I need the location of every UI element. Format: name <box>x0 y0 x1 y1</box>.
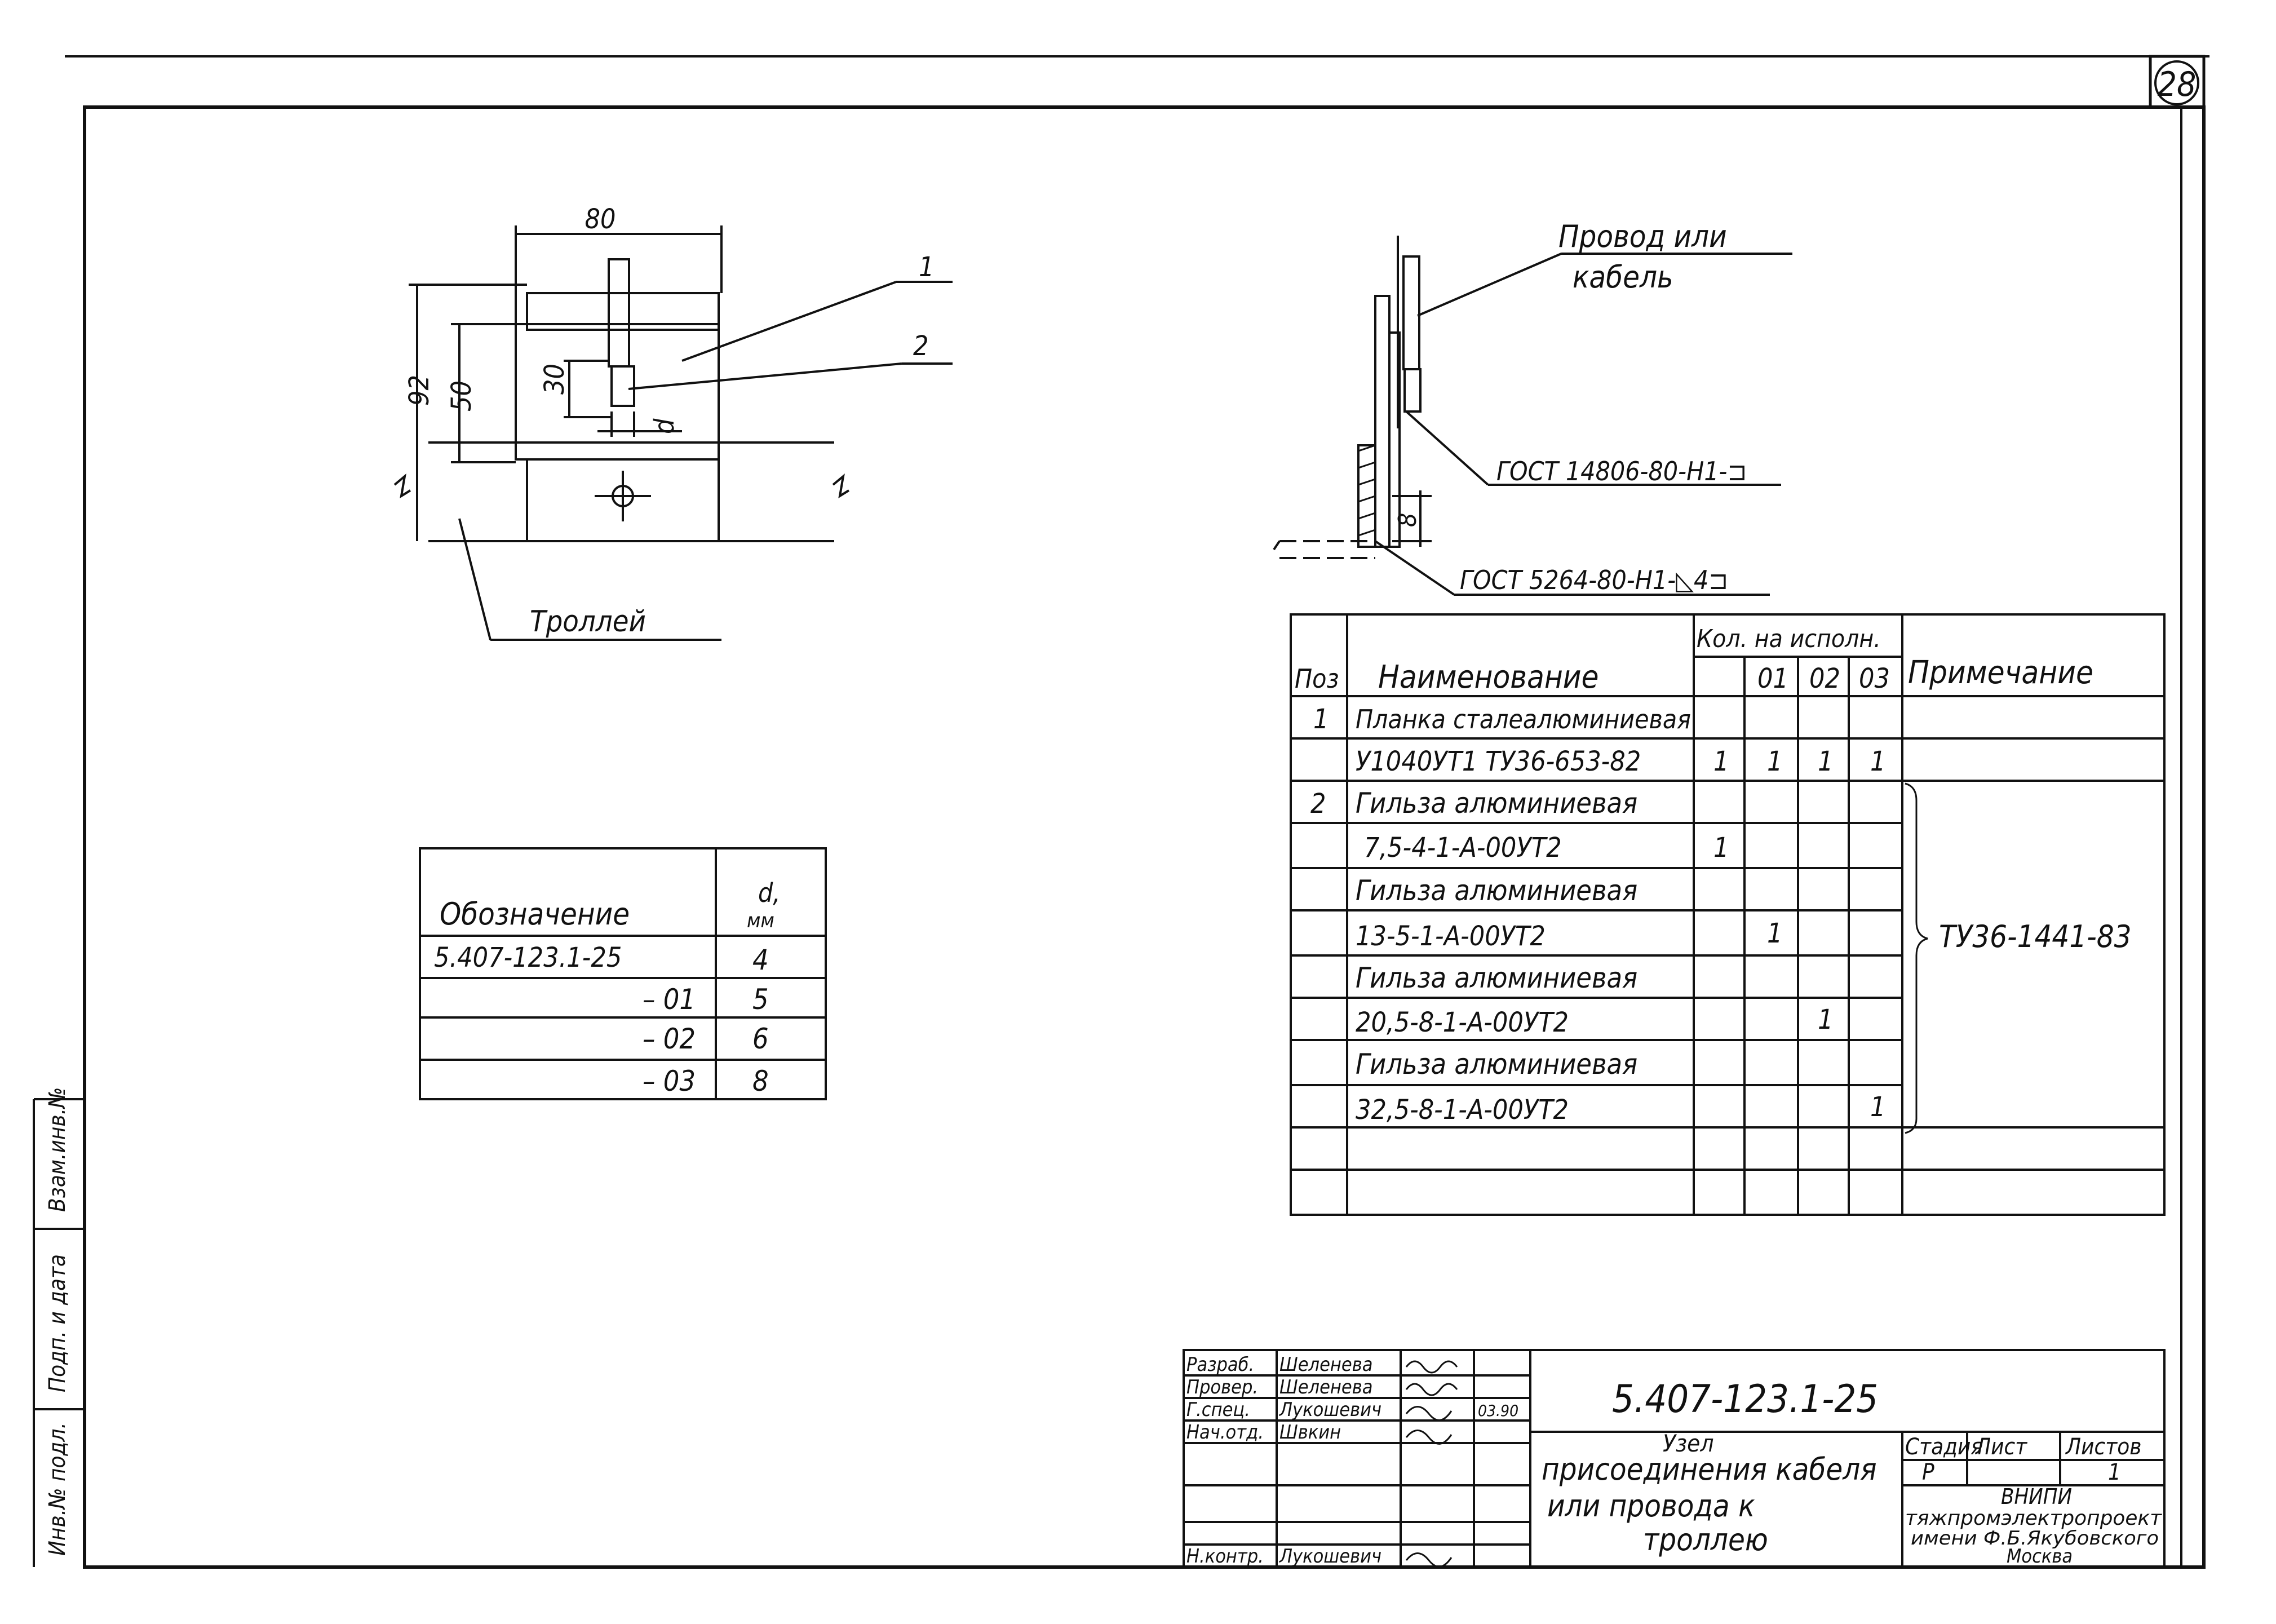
sheet-number: 28 <box>2158 65 2197 104</box>
date-note: 03.90 <box>1478 1401 1518 1420</box>
spec-row-0-name: Планка сталеалюминиевая <box>1356 704 1691 734</box>
side-stamp-col1: Взам.инв.№ <box>45 1087 70 1212</box>
spec-row-7-q2: 1 <box>1818 1004 1833 1036</box>
role-1: Провер. <box>1186 1376 1258 1399</box>
spec-header-v2: 02 <box>1809 663 1840 694</box>
designation-header-d-unit: мм <box>747 909 774 932</box>
title-doc-code: 5.407-123.1-25 <box>1612 1377 1878 1422</box>
designation-row-3-d: 8 <box>752 1065 769 1098</box>
designation-header-d: d, <box>758 878 780 908</box>
sheet-number-box: 28 <box>2149 55 2206 109</box>
wire-label-line2: кабель <box>1573 259 1673 295</box>
designation-row-2-name: – 02 <box>643 1023 696 1055</box>
spec-row-9-q3: 1 <box>1870 1091 1885 1123</box>
dim-d: d <box>649 418 680 434</box>
role-2-name: Лукошевич <box>1279 1399 1381 1421</box>
org-line3: имени Ф.Б.Якубовского <box>1911 1527 2159 1550</box>
sheets-value: 1 <box>2108 1459 2121 1485</box>
spec-header-v1: 01 <box>1757 663 1788 694</box>
spec-row-7-name: 20,5-8-1-А-00УТ2 <box>1356 1007 1569 1038</box>
stage-label: Стадия <box>1905 1434 1983 1460</box>
spec-row-1-q2: 1 <box>1818 746 1833 777</box>
spec-note-sleeves: ТУ36-1441-83 <box>1939 919 2132 954</box>
weld-note-2: ГОСТ 5264-80-Н1-◺4⊐ <box>1460 565 1728 595</box>
dim-height-92: 92 <box>404 375 435 406</box>
designation-row-1-d: 5 <box>752 983 769 1016</box>
spec-header-pos: Поз <box>1295 663 1339 694</box>
title-line4: троллею <box>1643 1522 1768 1557</box>
spec-row-2-name: Гильза алюминиевая <box>1356 787 1637 820</box>
spec-row-5-q1: 1 <box>1767 918 1782 949</box>
spec-row-6-name: Гильза алюминиевая <box>1356 962 1637 994</box>
title-block <box>1183 1349 2166 1568</box>
spec-row-0-pos: 1 <box>1313 703 1329 735</box>
spec-row-2-pos: 2 <box>1310 788 1326 820</box>
callout-2: 2 <box>913 330 928 362</box>
org-line2: тяжпромэлектропроект <box>1905 1507 2162 1530</box>
spec-row-1-name: У1040УТ1 ТУ36-653-82 <box>1356 746 1641 777</box>
role-2: Г.спец. <box>1186 1399 1250 1421</box>
stage-value: Р <box>1922 1459 1934 1485</box>
signatures <box>1405 1360 1458 1568</box>
trolley-label: Троллей <box>530 605 646 639</box>
dim-8: 8 <box>1393 513 1422 527</box>
designation-table <box>419 847 827 1100</box>
spec-header-note: Примечание <box>1908 654 2093 691</box>
wire-label-line1: Провод или <box>1558 219 1727 254</box>
spec-table <box>1290 613 2166 1216</box>
role-1-name: Шеленева <box>1279 1376 1373 1399</box>
side-view <box>1273 236 1792 596</box>
designation-row-3-name: – 03 <box>643 1065 696 1098</box>
spec-row-5-name: 13-5-1-А-00УТ2 <box>1356 921 1546 952</box>
dim-height-50: 50 <box>446 380 477 411</box>
designation-header-name: Обозначение <box>440 896 630 932</box>
designation-row-0-name: 5.407-123.1-25 <box>434 942 622 973</box>
weld-note-1: ГОСТ 14806-80-Н1-⊐ <box>1496 456 1747 486</box>
spec-header-qty: Кол. на исполн. <box>1697 625 1881 653</box>
spec-row-3-name: 7,5-4-1-А-00УТ2 <box>1364 832 1562 864</box>
sheet-label: Лист <box>1974 1434 2027 1460</box>
role-3-name: Швкин <box>1279 1421 1341 1444</box>
sheet-frame <box>65 55 2209 1569</box>
plan-view <box>393 225 953 641</box>
designation-row-2-d: 6 <box>752 1023 769 1055</box>
title-line2: присоединения кабеля <box>1542 1452 1877 1487</box>
role-6: Н.контр. <box>1186 1545 1264 1568</box>
spec-rows: 1 Планка сталеалюминиевая У1040УТ1 ТУ36-… <box>1310 703 1885 1126</box>
side-stamp-col3: Инв.№ подл. <box>45 1422 70 1556</box>
side-stamp <box>33 1098 85 1567</box>
callout-1: 1 <box>919 251 934 283</box>
side-stamp-col2: Подп. и дата <box>45 1254 70 1392</box>
spec-row-9-name: 32,5-8-1-А-00УТ2 <box>1356 1094 1569 1126</box>
spec-header-v3: 03 <box>1859 663 1890 694</box>
spec-row-1-q0: 1 <box>1713 746 1729 777</box>
spec-row-1-q1: 1 <box>1767 746 1782 777</box>
spec-row-8-name: Гильза алюминиевая <box>1356 1048 1637 1081</box>
org-line4: Москва <box>2007 1545 2073 1568</box>
dim-sleeve-30: 30 <box>539 364 570 395</box>
title-roles: Разраб. Шеленева Провер. Шеленева Г.спец… <box>1186 1353 1518 1568</box>
spec-row-3-q0: 1 <box>1713 832 1729 864</box>
spec-header-name: Наименование <box>1378 659 1599 696</box>
role-0: Разраб. <box>1186 1353 1254 1376</box>
spec-row-4-name: Гильза алюминиевая <box>1356 874 1637 907</box>
title-line3: или провода к <box>1547 1488 1755 1524</box>
role-0-name: Шеленева <box>1279 1353 1373 1376</box>
designation-row-0-d: 4 <box>752 944 769 976</box>
spec-row-1-q3: 1 <box>1870 746 1885 777</box>
designation-row-1-name: – 01 <box>643 983 696 1016</box>
org-line1: ВНИПИ <box>2001 1484 2072 1509</box>
role-6-name: Лукошевич <box>1279 1545 1381 1568</box>
dim-width-80: 80 <box>585 203 616 235</box>
title-line1: Узел <box>1663 1430 1714 1457</box>
role-3: Нач.отд. <box>1186 1421 1264 1444</box>
sheets-label: Листов <box>2065 1434 2141 1460</box>
